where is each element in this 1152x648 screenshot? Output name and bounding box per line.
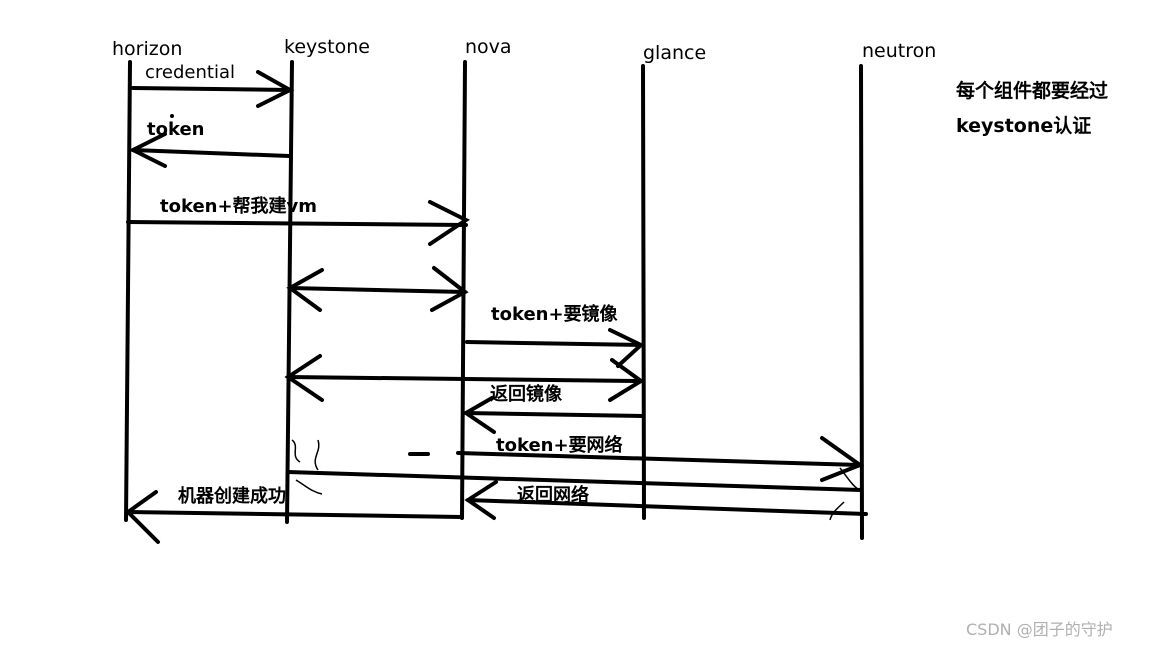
message-neutron-keystone xyxy=(286,439,863,521)
lifeline-keystone xyxy=(285,60,294,524)
lifeline-glance xyxy=(641,64,646,520)
message-token-build-vm: token+帮我建vm xyxy=(126,195,470,246)
message-token: token xyxy=(128,114,291,168)
message-token-label: token xyxy=(147,119,204,140)
participant-horizon-label: horizon xyxy=(112,38,182,60)
message-token-image: token+要镜像 xyxy=(465,303,645,368)
message-credential-label: credential xyxy=(145,62,235,83)
message-token-network-label: token+要网络 xyxy=(496,434,623,456)
message-credential: credential xyxy=(131,62,295,108)
message-token-image-label: token+要镜像 xyxy=(491,303,619,325)
message-vm-created-label: 机器创建成功 xyxy=(178,485,286,507)
dot-mark xyxy=(170,114,174,118)
watermark: CSDN @团子的守护 xyxy=(966,620,1113,639)
message-return-image-label: 返回镜像 xyxy=(490,383,563,405)
message-vm-created: 机器创建成功 xyxy=(124,485,464,544)
note-line-2: keystone认证 xyxy=(956,114,1091,137)
message-return-image: 返回镜像 xyxy=(462,383,645,434)
note-line-1: 每个组件都要经过 xyxy=(956,79,1108,102)
message-token-network: token+要网络 xyxy=(408,434,865,482)
participant-glance-label: glance xyxy=(643,42,706,64)
lifeline-horizon xyxy=(124,60,132,522)
message-glance-keystone xyxy=(284,354,645,402)
participant-neutron-label: neutron xyxy=(862,40,936,62)
participant-nova-label: nova xyxy=(465,36,512,58)
participant-keystone-label: keystone xyxy=(284,36,370,58)
lifeline-neutron xyxy=(859,64,864,540)
message-token-build-vm-label: token+帮我建vm xyxy=(160,195,317,217)
message-return-network-label: 返回网络 xyxy=(517,484,589,506)
message-nova-keystone xyxy=(286,266,469,312)
message-return-network: 返回网络 xyxy=(464,480,868,520)
